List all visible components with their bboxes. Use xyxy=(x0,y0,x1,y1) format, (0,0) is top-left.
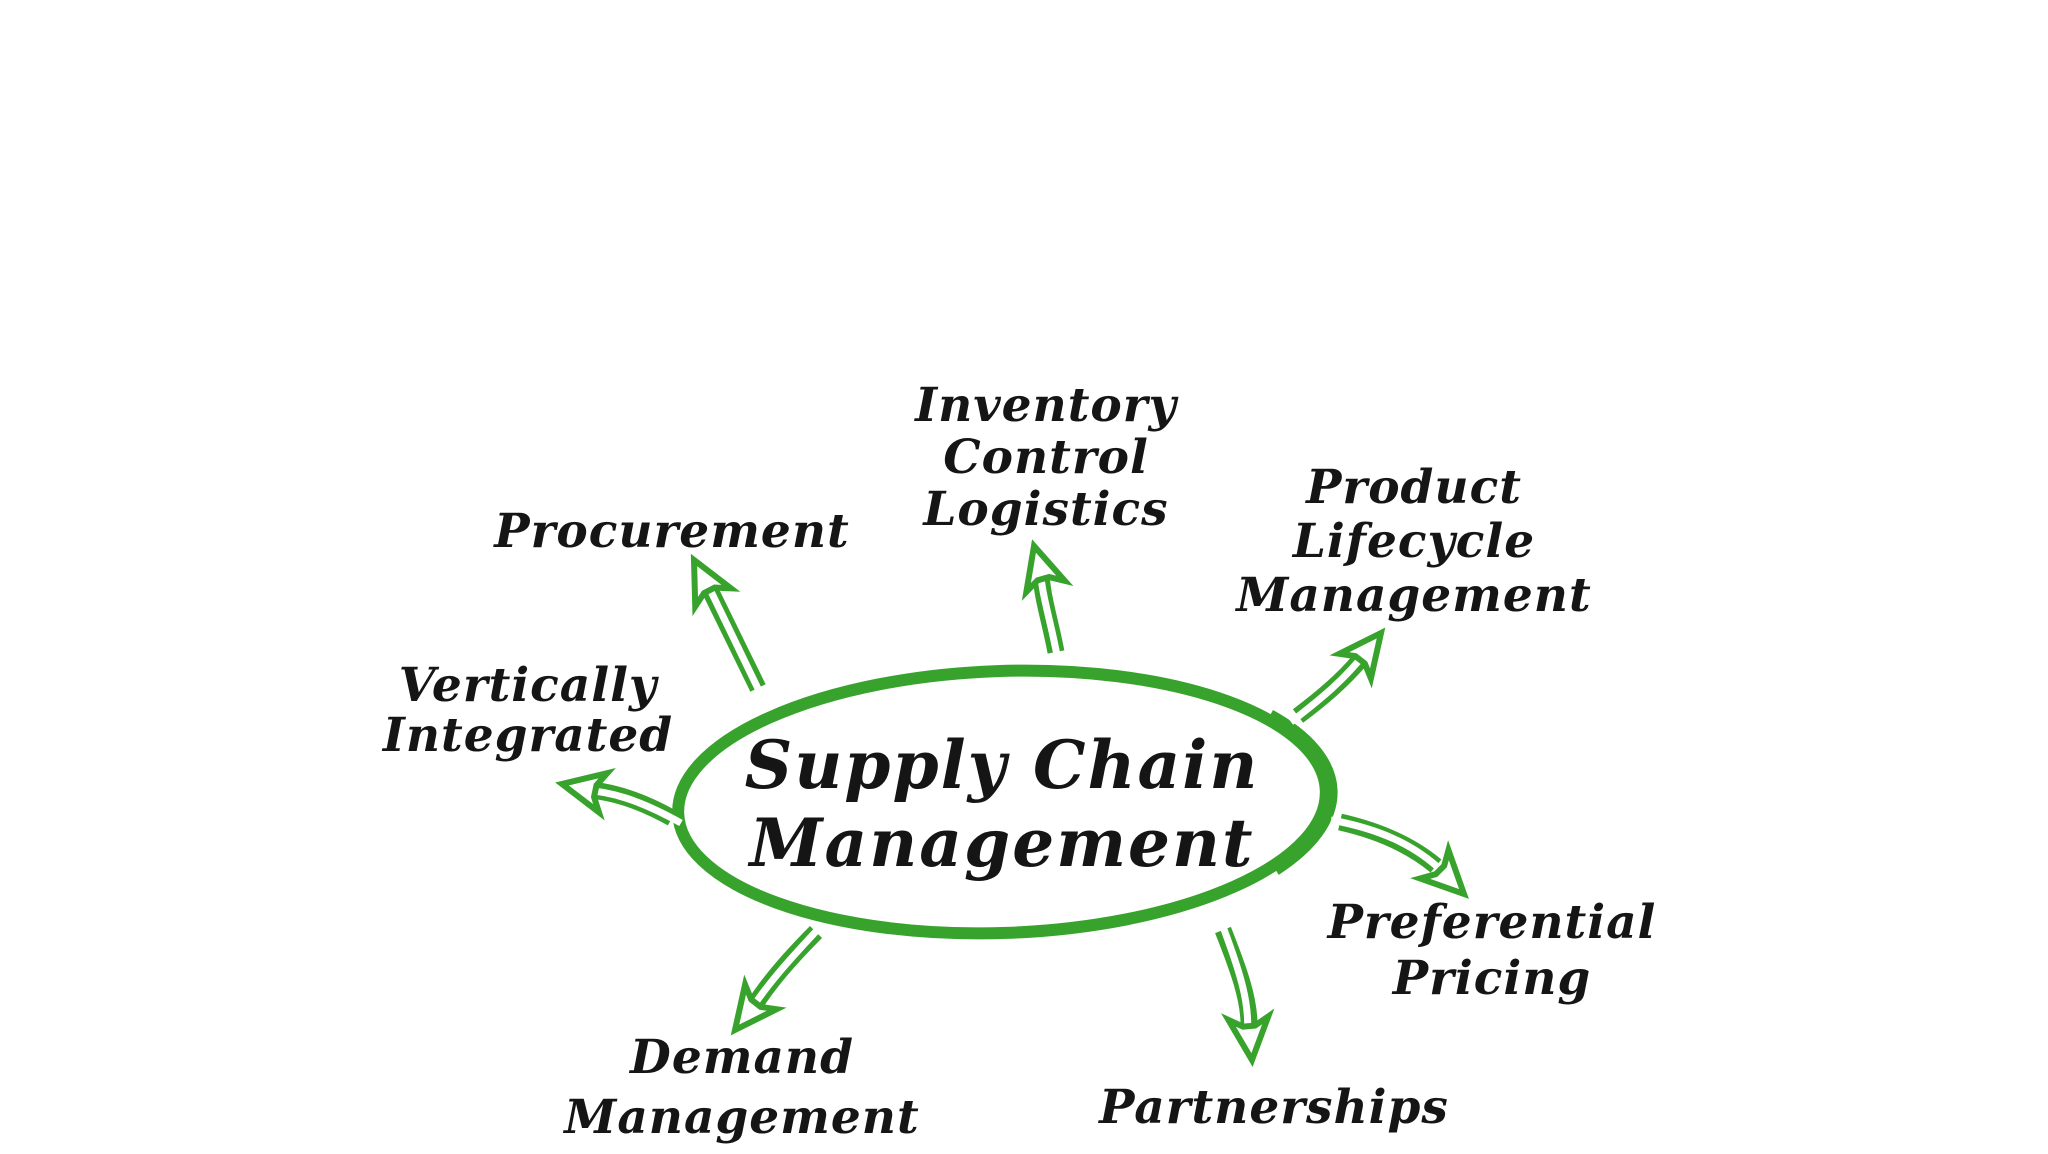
arrow-inventory-control-logistics xyxy=(1021,539,1074,662)
node-label-line: Inventory xyxy=(915,378,1177,433)
node-partnerships: Partnerships xyxy=(1099,1081,1449,1135)
node-label-line: Procurement xyxy=(494,504,850,559)
center-ellipse xyxy=(672,664,1338,940)
arrowhead xyxy=(1410,840,1469,899)
arrowhead xyxy=(1329,627,1386,689)
arrow-partnerships xyxy=(1215,919,1275,1067)
arrowhead xyxy=(730,974,787,1036)
arrow-procurement xyxy=(690,553,767,701)
node-label-line: Control xyxy=(943,430,1149,485)
node-label-line: Management xyxy=(564,1090,920,1145)
arrowhead xyxy=(690,553,741,617)
node-inventory-control-logistics: Inventory Control Logistics xyxy=(915,380,1177,536)
center-label-line: Supply Chain xyxy=(744,726,1260,804)
node-product-lifecycle-management: Product Lifecycle Management xyxy=(1236,461,1591,623)
ellipse-overlap-stroke xyxy=(1269,710,1338,875)
arrowhead xyxy=(555,768,616,821)
arrow-product-lifecycle-management xyxy=(1288,627,1386,725)
node-label-line: Lifecycle xyxy=(1292,514,1536,569)
node-vertically-integrated: Vertically Integrated xyxy=(383,661,673,761)
node-label-line: Preferential xyxy=(1327,895,1657,950)
node-label-line: Management xyxy=(1236,568,1592,623)
arrow-vertically-integrated xyxy=(555,768,683,827)
arrowhead xyxy=(1220,1008,1275,1067)
arrow-preferential-pricing xyxy=(1330,813,1469,899)
node-procurement: Procurement xyxy=(494,505,849,559)
node-label-line: Integrated xyxy=(382,708,674,763)
node-preferential-pricing: Preferential Pricing xyxy=(1328,895,1657,1007)
node-label-line: Vertically xyxy=(398,658,658,713)
node-label-line: Pricing xyxy=(1392,951,1592,1006)
node-demand-management: Demand Management xyxy=(564,1028,919,1148)
node-label-line: Partnerships xyxy=(1099,1080,1449,1135)
node-label-line: Logistics xyxy=(923,482,1169,537)
arrowhead xyxy=(1021,539,1074,601)
node-label-line: Product xyxy=(1306,460,1522,515)
center-label-line: Management xyxy=(749,804,1255,882)
center-node-label: Supply Chain Management xyxy=(745,726,1260,882)
arrow-demand-management xyxy=(730,922,825,1036)
node-label-line: Demand xyxy=(630,1030,854,1085)
